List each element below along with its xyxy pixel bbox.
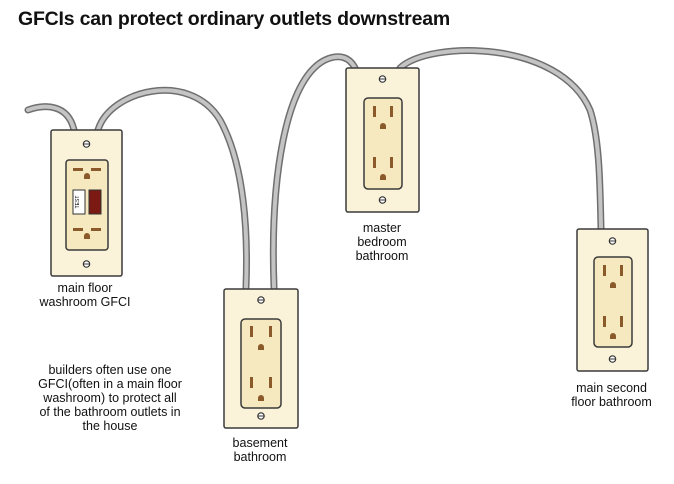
- diagram-title: GFCIs can protect ordinary outlets downs…: [18, 8, 450, 30]
- cable-basement-to-master: [269, 53, 359, 291]
- hot-slot: [269, 377, 272, 388]
- neutral-slot: [373, 106, 376, 117]
- basement-label-line: bathroom: [233, 450, 287, 464]
- ground-hole: [84, 173, 90, 179]
- ground-hole: [380, 123, 386, 129]
- second-floor-label-line: floor bathroom: [571, 395, 652, 409]
- gfci-label-line: washroom GFCI: [39, 295, 131, 309]
- neutral-slot: [250, 326, 253, 337]
- builders-note: builders often use one GFCI(often in a m…: [20, 363, 200, 433]
- ground-hole: [610, 282, 616, 288]
- test-button: [72, 189, 86, 215]
- neutral-slot: [603, 265, 606, 276]
- cable-master-to-second: [396, 47, 605, 232]
- ground-hole: [380, 174, 386, 180]
- hot-slot: [390, 106, 393, 117]
- second-floor-outlet: [576, 228, 649, 372]
- neutral-slot: [73, 168, 83, 171]
- master-label-line: master: [362, 221, 402, 235]
- cable-supply: [24, 103, 78, 134]
- gfci-label-line: main floor: [57, 281, 113, 295]
- hot-slot: [620, 316, 623, 327]
- basement-receptacle: [240, 318, 282, 409]
- ground-hole: [610, 333, 616, 339]
- ground-hole: [84, 233, 90, 239]
- master-outlet-label: master bedroom bathroom: [327, 221, 437, 263]
- neutral-slot: [603, 316, 606, 327]
- basement-outlet-label: basement bathroom: [205, 436, 315, 464]
- neutral-slot: [250, 377, 253, 388]
- second-floor-label-line: main second: [576, 381, 647, 395]
- hot-slot: [91, 168, 101, 171]
- neutral-slot: [73, 228, 83, 231]
- cable-gfci-to-basement: [94, 86, 251, 291]
- gfci-outlet: TEST: [50, 129, 123, 277]
- hot-slot: [620, 265, 623, 276]
- gfci-receptacle: [65, 159, 109, 251]
- basement-outlet: [223, 288, 299, 429]
- second-floor-outlet-label: main second floor bathroom: [554, 381, 669, 409]
- hot-slot: [390, 157, 393, 168]
- cables: [24, 47, 605, 291]
- note-line: washroom) to protect all: [43, 391, 177, 405]
- ground-hole: [258, 395, 264, 401]
- note-line: GFCI(often in a main floor: [38, 377, 182, 391]
- note-line: builders often use one: [48, 363, 172, 377]
- test-button-label: TEST: [75, 196, 81, 209]
- hot-slot: [91, 228, 101, 231]
- master-label-line: bedroom: [357, 235, 407, 249]
- neutral-slot: [373, 157, 376, 168]
- master-outlet: [345, 67, 420, 213]
- note-line: the house: [82, 419, 138, 433]
- hot-slot: [269, 326, 272, 337]
- ground-hole: [258, 344, 264, 350]
- note-line: of the bathroom outlets in: [39, 405, 181, 419]
- reset-button: [88, 189, 102, 215]
- basement-label-line: basement: [232, 436, 288, 450]
- gfci-outlet-label: main floor washroom GFCI: [30, 281, 140, 309]
- master-label-line: bathroom: [355, 249, 409, 263]
